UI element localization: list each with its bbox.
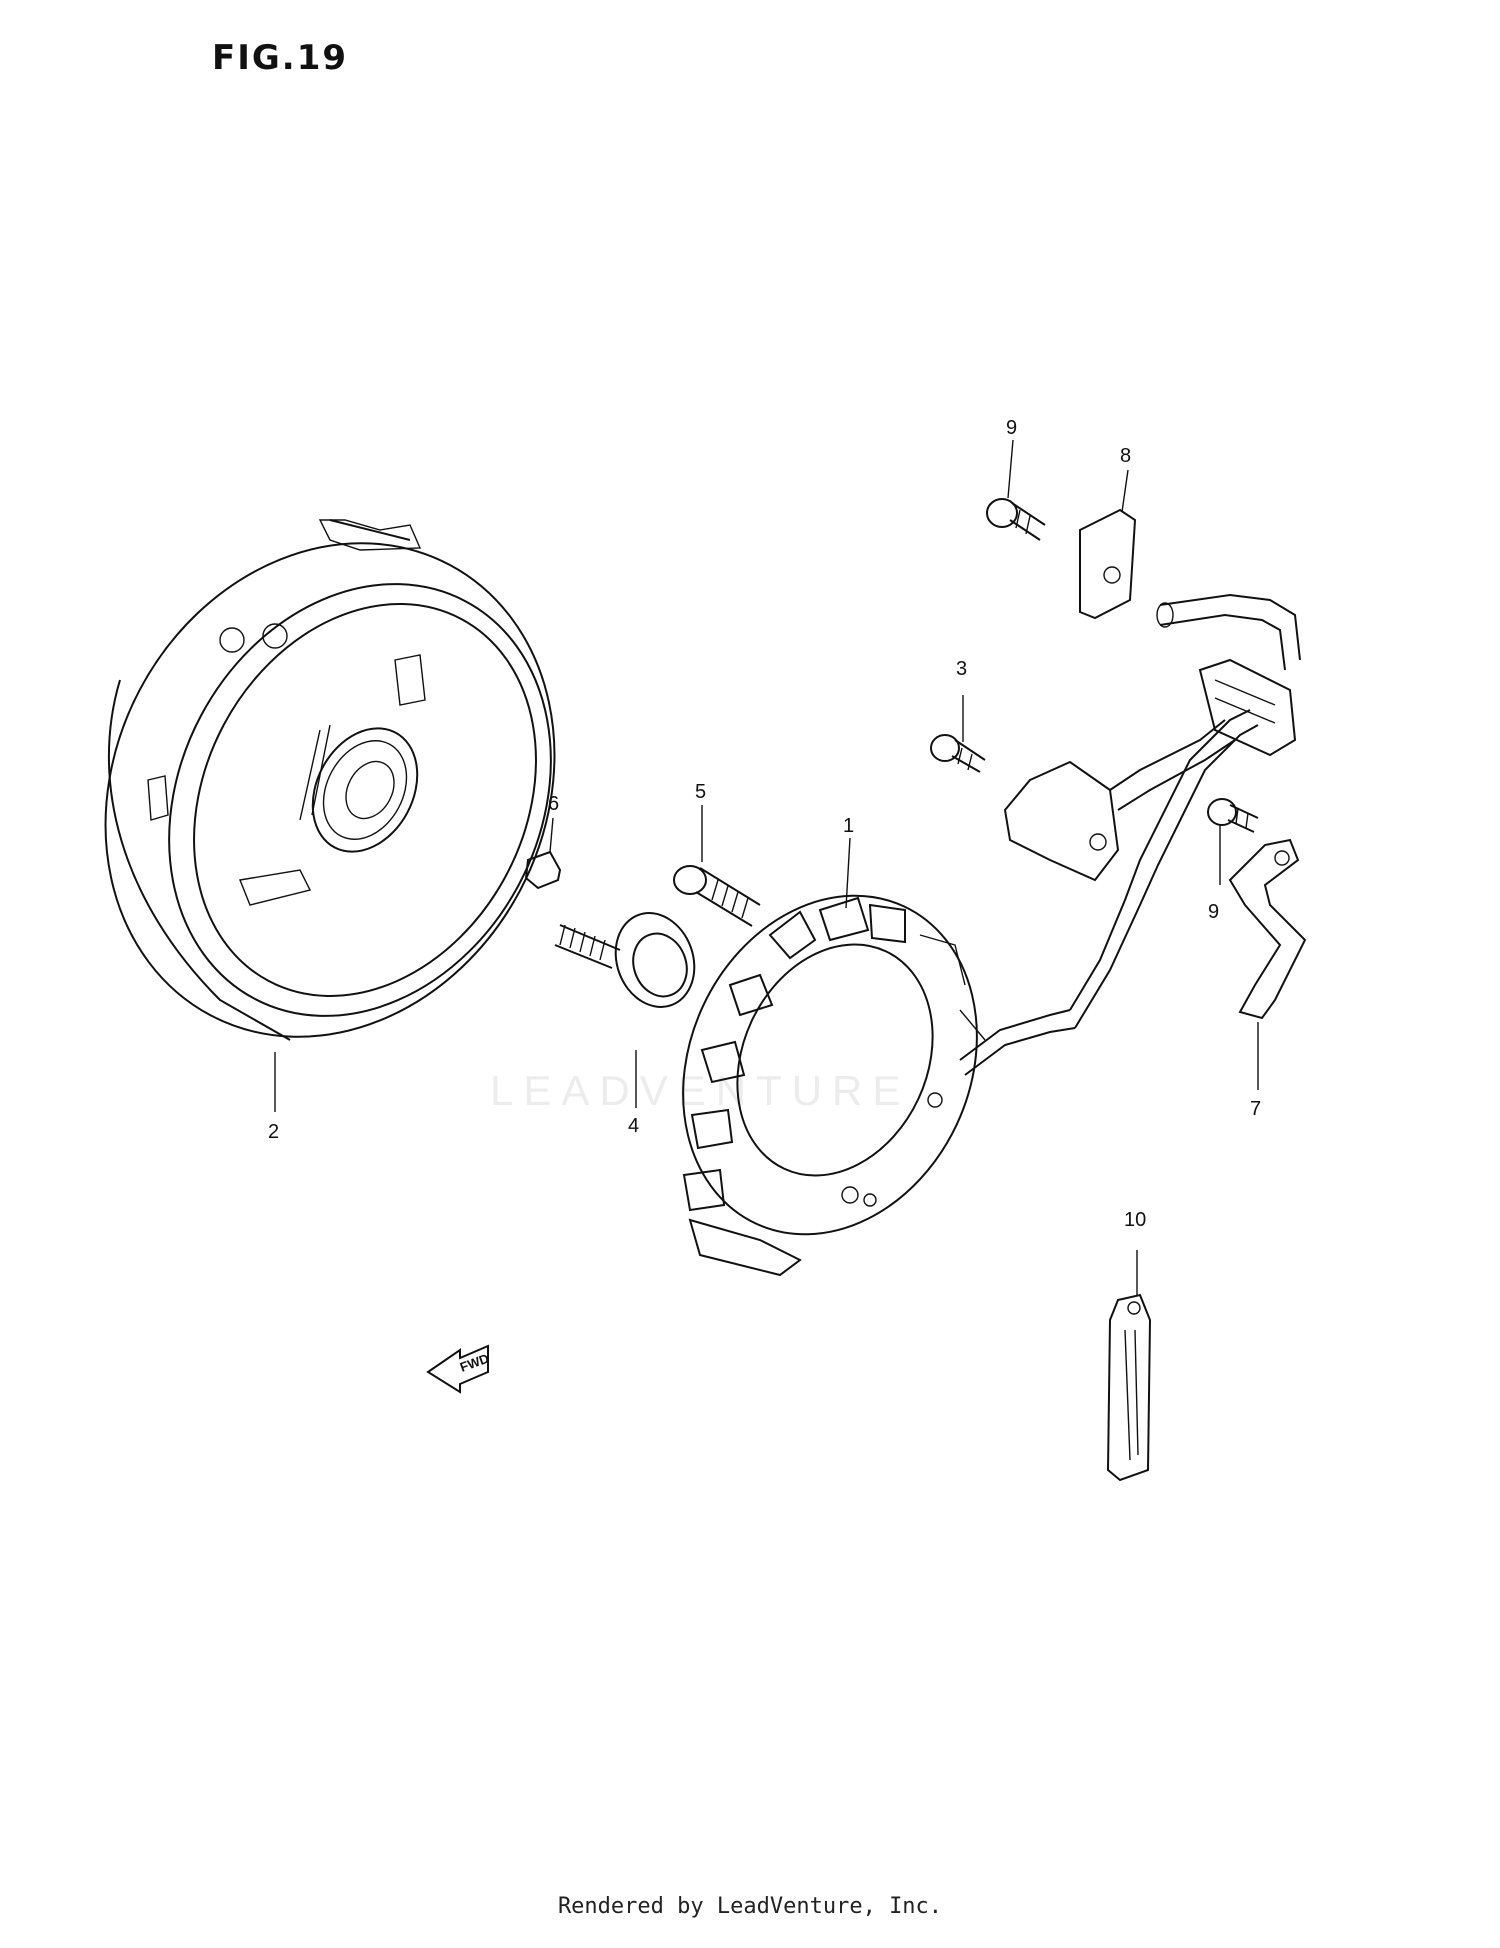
callout-6: 6: [548, 793, 559, 815]
leader-lines: [274, 439, 1259, 1296]
pickup-coil-bracket[interactable]: [1003, 719, 1236, 882]
grommet-and-lead[interactable]: [1156, 593, 1301, 757]
part-1-stator[interactable]: [629, 709, 1259, 1283]
fwd-label: FWD: [458, 1351, 491, 1375]
callout-3: 3: [956, 658, 967, 680]
callout-9-lower: 9: [1208, 901, 1219, 923]
callout-2: 2: [268, 1121, 279, 1143]
part-2-rotor[interactable]: [20, 464, 639, 1116]
callout-4: 4: [628, 1115, 639, 1137]
callout-8: 8: [1120, 445, 1131, 467]
callout-5: 5: [695, 781, 706, 803]
part-3-screw[interactable]: [930, 734, 986, 773]
part-4-bolt[interactable]: [554, 902, 707, 1018]
fwd-arrow-icon: FWD: [426, 1344, 491, 1394]
part-10-band[interactable]: [1106, 1293, 1152, 1482]
callout-7: 7: [1250, 1098, 1261, 1120]
callout-10: 10: [1124, 1209, 1146, 1231]
figure-title: FIG.19: [212, 38, 349, 78]
callout-9-upper: 9: [1006, 417, 1017, 439]
part-5-screw[interactable]: [673, 865, 761, 927]
part-9-screw-upper[interactable]: [986, 498, 1046, 541]
part-9-screw-lower[interactable]: [1207, 798, 1259, 833]
callout-1: 1: [843, 815, 854, 837]
watermark-text: LEADVENTURE: [490, 1067, 910, 1114]
render-credit: Rendered by LeadVenture, Inc.: [557, 1894, 943, 1919]
part-7-bracket[interactable]: [1228, 838, 1307, 1020]
part-8-clamp[interactable]: [1079, 508, 1137, 620]
